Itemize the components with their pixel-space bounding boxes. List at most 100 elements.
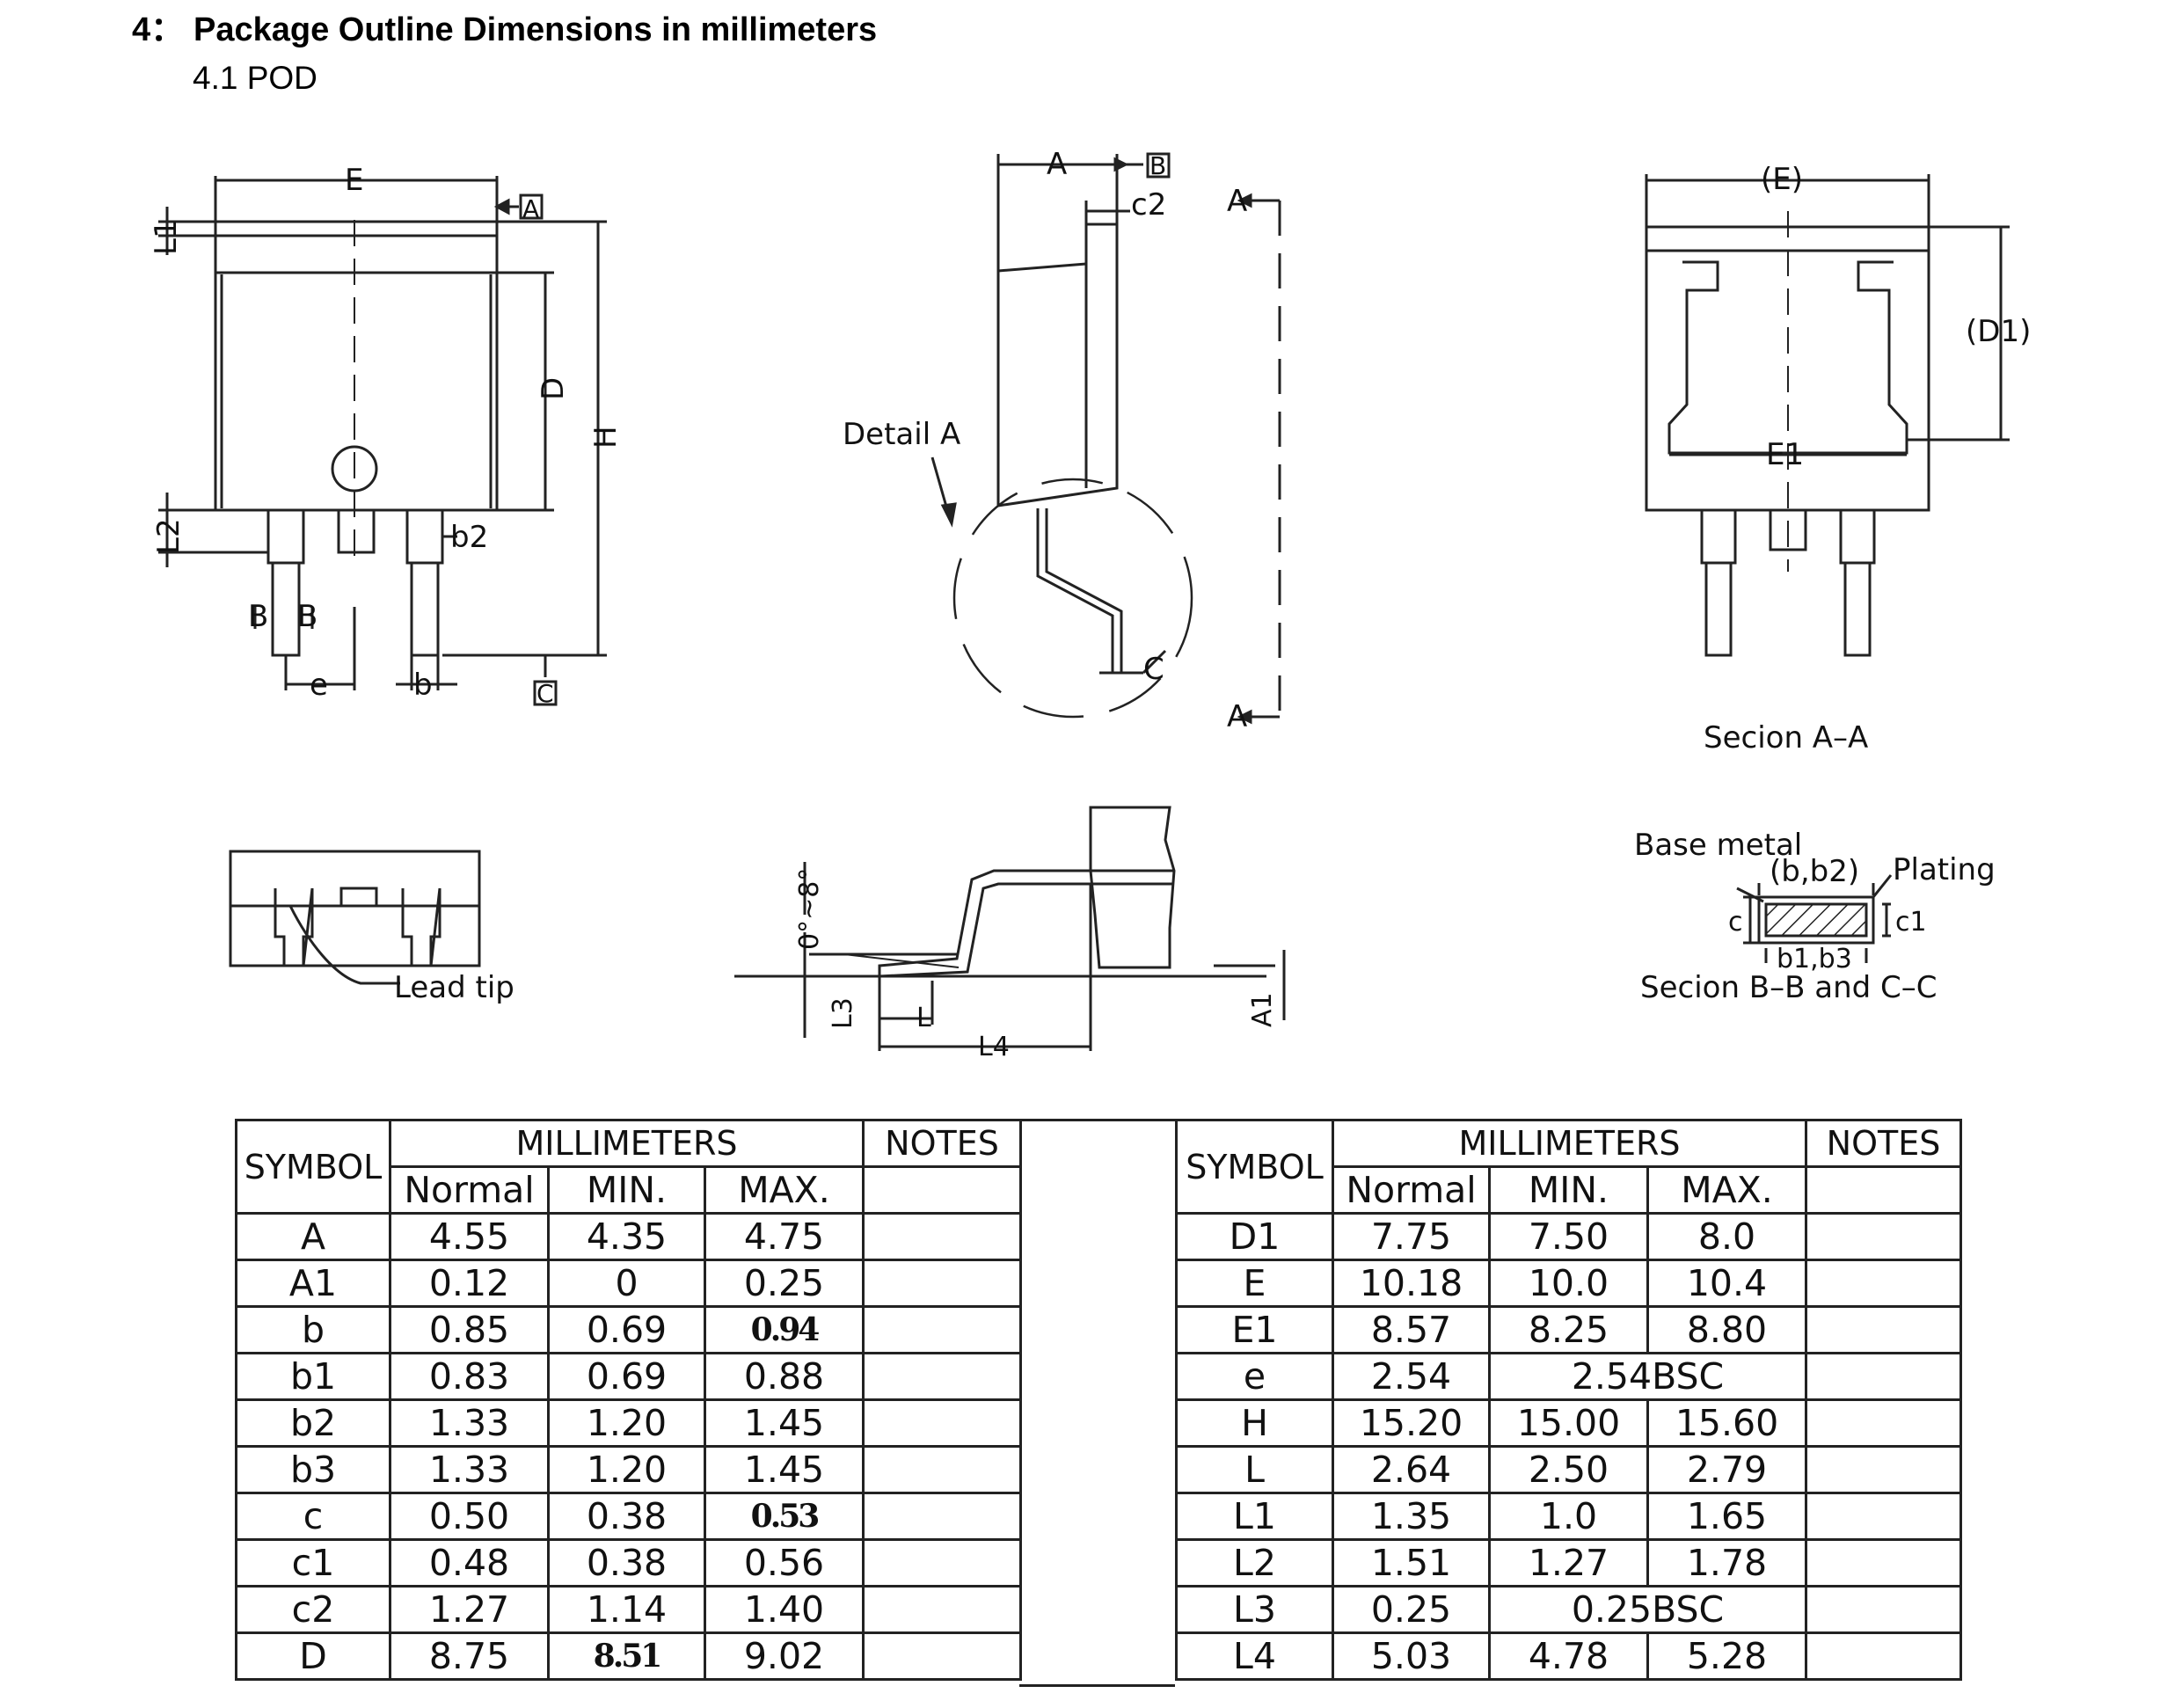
cell-symbol: A: [235, 1212, 391, 1261]
cell-symbol: H: [1175, 1398, 1334, 1448]
cell-normal: 1.33: [389, 1445, 550, 1494]
cell-normal: 1.35: [1332, 1492, 1491, 1541]
cell-normal: 2.64: [1332, 1445, 1491, 1494]
cell-max: 1.65: [1646, 1492, 1807, 1541]
cell-symbol: L3: [1175, 1585, 1334, 1634]
header-max: MAX.: [1646, 1165, 1807, 1215]
cell-normal: 1.33: [389, 1398, 550, 1448]
cell-max: 10.4: [1646, 1259, 1807, 1308]
notes-cell: [1805, 1165, 1962, 1215]
cell-max: 1.40: [704, 1585, 865, 1634]
cell-notes: [862, 1212, 1022, 1261]
cell-normal: 1.27: [389, 1585, 550, 1634]
section-aa-view: [1645, 174, 2010, 657]
header-notes: NOTES: [1805, 1119, 1962, 1168]
cell-min: 1.20: [547, 1445, 706, 1494]
section-subtitle: 4.1 POD: [193, 60, 317, 96]
label-L3: L3: [828, 997, 858, 1029]
header-normal: Normal: [389, 1165, 550, 1215]
cell-min: 0.69: [547, 1305, 706, 1354]
top-view: [158, 176, 607, 706]
label-datum-a: A: [522, 194, 539, 223]
cell-notes: [862, 1631, 1022, 1681]
cell-notes: [862, 1352, 1022, 1401]
section-heading: 4：Package Outline Dimensions in millimet…: [132, 2, 877, 50]
cell-notes: [1805, 1212, 1962, 1261]
table-spacer: [1019, 1119, 1175, 1687]
header-normal: Normal: [1332, 1165, 1491, 1215]
label-detail-a: Detail A: [843, 417, 960, 452]
cell-bsc: 2.54BSC: [1488, 1352, 1807, 1401]
label-A: A: [1047, 147, 1067, 182]
cell-notes: [1805, 1492, 1962, 1541]
cell-min: 15.00: [1488, 1398, 1649, 1448]
cell-normal: 10.18: [1332, 1259, 1491, 1308]
cell-symbol: b2: [235, 1398, 391, 1448]
cell-symbol: b3: [235, 1445, 391, 1494]
label-C-cut: C: [1143, 652, 1164, 687]
cell-notes: [862, 1259, 1022, 1308]
cell-normal: 0.48: [389, 1538, 550, 1588]
label-c1: c1: [1895, 907, 1927, 938]
cell-symbol: e: [1175, 1352, 1334, 1401]
cell-min: 0.38: [547, 1492, 706, 1541]
cell-normal: 15.20: [1332, 1398, 1491, 1448]
cell-normal: 2.54: [1332, 1352, 1491, 1401]
label-D: D: [536, 377, 571, 400]
header-symbol: SYMBOL: [235, 1119, 391, 1215]
cell-max: 0.56: [704, 1538, 865, 1588]
cell-normal: 1.51: [1332, 1538, 1491, 1588]
header-min: MIN.: [547, 1165, 706, 1215]
label-base-metal: Base metal: [1634, 828, 1802, 863]
label-lead-tip: Lead tip: [394, 970, 514, 1005]
label-L1: L1: [149, 219, 184, 255]
cell-min: 1.14: [547, 1585, 706, 1634]
cell-min: 7.50: [1488, 1212, 1649, 1261]
cell-symbol: L: [1175, 1445, 1334, 1494]
cell-symbol: L1: [1175, 1492, 1334, 1541]
cell-notes: [1805, 1585, 1962, 1634]
cell-notes: [1805, 1352, 1962, 1401]
cell-min: 1.20: [547, 1398, 706, 1448]
cell-symbol: b1: [235, 1352, 391, 1401]
cell-notes: [1805, 1398, 1962, 1448]
cell-symbol: D1: [1175, 1212, 1334, 1261]
cell-min: 0.38: [547, 1538, 706, 1588]
cell-min: 4.78: [1488, 1631, 1649, 1681]
cell-symbol: L4: [1175, 1631, 1334, 1681]
label-H: H: [588, 426, 624, 449]
cell-max: 1.45: [704, 1445, 865, 1494]
label-b-b2: (b,b2): [1770, 854, 1859, 889]
label-B-left: B: [248, 599, 268, 634]
cell-notes: [862, 1305, 1022, 1354]
header-min: MIN.: [1488, 1165, 1649, 1215]
cell-min: 8.51: [547, 1631, 706, 1681]
cell-max: 8.0: [1646, 1212, 1807, 1261]
header-millimeters: MILLIMETERS: [1332, 1119, 1807, 1168]
cell-max: 0.88: [704, 1352, 865, 1401]
cell-bsc: 0.25BSC: [1488, 1585, 1807, 1634]
lead-tip-view: [229, 850, 481, 985]
cell-normal: 0.83: [389, 1352, 550, 1401]
cell-normal: 4.55: [389, 1212, 550, 1261]
cell-symbol: L2: [1175, 1538, 1334, 1588]
section-title: Package Outline Dimensions in millimeter…: [193, 11, 878, 48]
label-B-right: B: [297, 599, 317, 634]
cell-symbol: E1: [1175, 1305, 1334, 1354]
cell-symbol: A1: [235, 1259, 391, 1308]
label-L: L: [916, 1003, 931, 1033]
cell-notes: [1805, 1538, 1962, 1588]
cell-symbol: E: [1175, 1259, 1334, 1308]
